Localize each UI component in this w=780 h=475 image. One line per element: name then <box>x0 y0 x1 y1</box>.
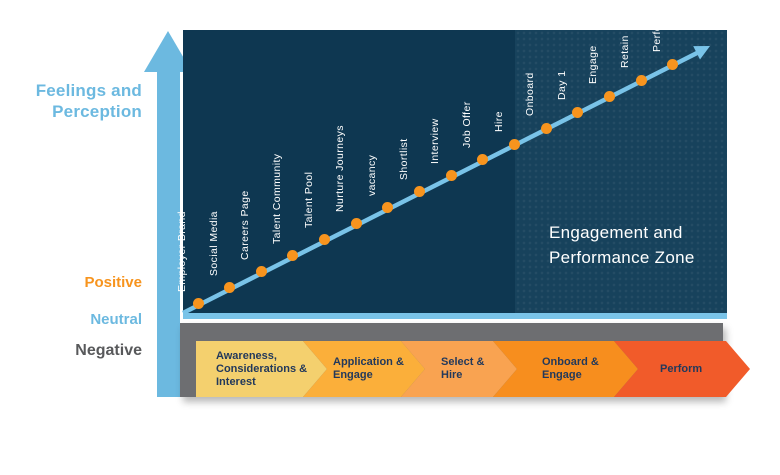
y-tick-neutral: Neutral <box>90 311 142 328</box>
y-tick-positive: Positive <box>84 274 142 291</box>
stage-dot <box>540 122 552 134</box>
stage-label: Engage <box>587 45 600 85</box>
engagement-performance-zone: Engagement and Performance Zone <box>515 30 727 317</box>
y-axis-title: Feelings and Perception <box>35 81 142 121</box>
neutral-baseline <box>183 313 727 319</box>
stage-label: Retain <box>619 35 632 69</box>
stage-dot <box>382 202 394 214</box>
stage-label: vacancy <box>365 154 378 196</box>
stage-dot <box>287 250 299 262</box>
stage-dot <box>603 90 615 102</box>
stage-dot <box>192 298 204 309</box>
stage-dot <box>572 106 584 118</box>
stage-dot <box>445 170 457 182</box>
stage-label: Talent Pool <box>302 171 315 228</box>
stage-dot <box>667 58 679 70</box>
stage-dot <box>635 74 647 86</box>
y-tick-negative: Negative <box>75 342 142 359</box>
stage-label: Hire <box>492 111 505 132</box>
stage-label: Perform <box>650 12 663 53</box>
stage-label: Careers Page <box>239 190 252 260</box>
y-axis-arrow-shaft <box>157 60 180 397</box>
stage-label: Shortlist <box>397 138 410 180</box>
stage-dot <box>350 218 362 230</box>
stage-label: Interview <box>429 118 442 164</box>
stage-dot <box>477 154 489 166</box>
stage-label: Nurture Journeys <box>334 124 347 212</box>
stage-label: Day 1 <box>555 70 568 101</box>
stage-dot <box>255 266 267 278</box>
phase-arrow: Onboard & Engage <box>493 341 638 397</box>
stage-label: Employer Brand <box>176 210 188 292</box>
zone-label: Engagement and Performance Zone <box>549 223 695 267</box>
stage-label: Social Media <box>207 210 220 276</box>
stage-label: Job Offer <box>460 101 473 148</box>
stage-dot <box>414 186 426 198</box>
stage-label: Onboard <box>524 72 537 117</box>
stage-dot <box>224 282 236 294</box>
phase-arrow: Awareness, Considerations & Interest <box>196 341 327 397</box>
stage-dot <box>509 138 520 150</box>
stage-label: Talent Community <box>270 153 283 244</box>
stage-dot <box>319 234 331 246</box>
